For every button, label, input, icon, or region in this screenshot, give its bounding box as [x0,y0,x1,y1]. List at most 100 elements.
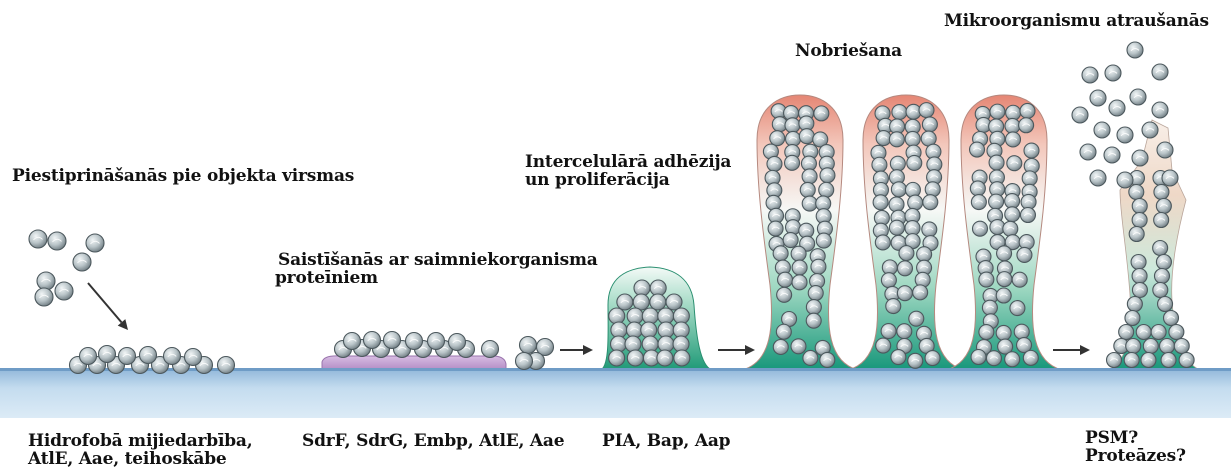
tower-cell [1017,247,1032,262]
tower-cell [1141,353,1156,368]
tower-cell [768,221,783,236]
surface-cell [185,349,202,366]
tower-cell [783,233,798,248]
host-protein-layer [322,356,506,369]
tower-cell [792,260,807,275]
free-cell [73,253,91,271]
protein-bound-cell [384,332,401,349]
label-binding-line2: proteīniem [275,270,378,287]
tower-cell [922,222,937,237]
maturation-arrow [718,345,755,355]
tower-cell [973,221,988,236]
label-attachment: Piestiprināšanās pie objekta virsmas [12,168,354,185]
tower-cell [1020,207,1035,222]
mound-cell [609,350,625,366]
tower-cell [997,246,1012,261]
free-cell [37,272,55,290]
tower-cell [1024,143,1039,158]
tower-cell [1132,283,1147,298]
label-adhesion-line2: un proliferācija [525,172,670,189]
tower-cell [986,351,1001,366]
tower-cell [908,195,923,210]
released-cell [1072,107,1088,123]
tower-cell [971,195,986,210]
tower-cell [908,353,923,368]
tower-cell [876,338,891,353]
tower-cell [989,194,1004,209]
tower-cell [811,259,826,274]
label-maturation: Nobriešana [795,43,902,60]
tower-cell [1129,185,1144,200]
tower-cell [1132,213,1147,228]
surface-cell [99,346,116,363]
released-cell [1127,42,1143,58]
tower-cell [791,339,806,354]
tower-cell [1151,325,1166,340]
substrate-surface [0,368,1231,418]
tower-cell [1119,325,1134,340]
tower-cell [1127,297,1142,312]
tower-cell [970,181,985,196]
tower-cell [773,246,788,261]
protein-bound-cell [344,333,361,350]
surface-cell [119,348,136,365]
surface-cell [218,357,235,374]
tower-cell [886,299,901,314]
released-cell [1132,150,1148,166]
tower-cell [1154,213,1169,228]
tower-cell [773,339,788,354]
tower-cell [881,324,896,339]
released-cell [1094,122,1110,138]
protein-bound-cell [406,333,423,350]
released-cell [1090,90,1106,106]
tower-cell [1143,339,1158,354]
released-cell [1104,147,1120,163]
tower-cell [897,286,912,301]
tower-cell [820,352,835,367]
free-cell [86,234,104,252]
mound-cell [609,308,625,324]
tower-cell [819,182,834,197]
mound-cell [666,294,682,310]
tower-cell [872,157,887,172]
released-cell [1152,64,1168,80]
tower-cell [889,197,904,212]
detachment-arrow [1053,345,1090,355]
tower-cell [785,155,800,170]
tower-cell [1156,199,1171,214]
tower-cell [1153,241,1168,256]
tower-cell [1154,269,1169,284]
tower-cell [1169,325,1184,340]
tower-cell [1014,324,1029,339]
tower-cell [905,131,920,146]
released-cell [1130,89,1146,105]
tower-cell [767,156,782,171]
tower-cell [1179,353,1194,368]
label-binding-line1: Saistīšanās ar saimniekorganisma [278,252,598,269]
tower-cell [970,142,985,157]
factor-proteases: Proteāzes? [1085,448,1186,465]
released-cell [1117,172,1133,188]
tower-cell [1131,255,1146,270]
tower-cell [1129,227,1144,242]
mound-cell [617,294,633,310]
tower-cell [925,351,940,366]
tower-cell [1010,301,1025,316]
tower-cell [913,285,928,300]
factor-pia: PIA, Bap, Aap [602,433,730,450]
factor-hydrophobic-line2: AtlE, Aae, teihoskābe [28,451,227,468]
tower-cell [1132,199,1147,214]
mound-cell [625,336,641,352]
protein-bound-cell [364,332,381,349]
tower-cell [1005,118,1020,133]
tower-cell [1019,118,1034,133]
tower-cell [917,247,932,262]
tower-cell [1164,311,1179,326]
tower-cell [816,233,831,248]
tower-cell [919,103,934,118]
tower-cell [778,272,793,287]
tower-cell [892,105,907,120]
free-cell [29,230,47,248]
tower-cell [806,300,821,315]
factor-hydrophobic-line1: Hidrofobā mijiedarbība, [28,433,252,450]
